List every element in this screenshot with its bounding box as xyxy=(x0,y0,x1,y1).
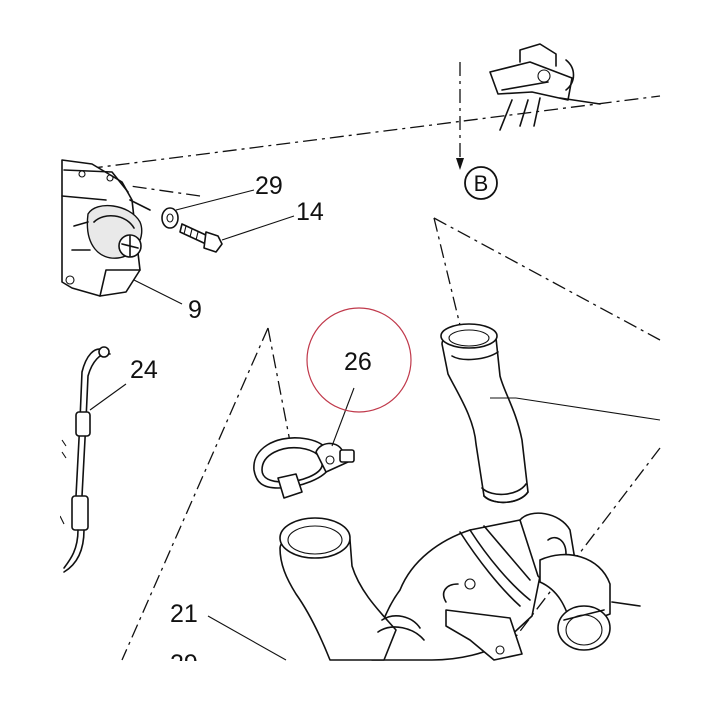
callout-9: 9 xyxy=(188,296,202,324)
washer xyxy=(161,207,179,229)
leader-lines xyxy=(89,189,661,661)
lower-pipe xyxy=(279,517,425,661)
callout-29-top: 29 xyxy=(255,172,283,200)
silencer-body xyxy=(371,512,641,661)
callout-24: 24 xyxy=(130,356,158,384)
cable-assembly xyxy=(59,346,111,573)
throttle-housing xyxy=(61,159,151,297)
crop-mask-bottom xyxy=(0,661,720,720)
bolt xyxy=(179,223,223,253)
callout-26: 26 xyxy=(344,348,372,376)
reference-marker-b: B xyxy=(464,166,498,200)
arrow-to-b xyxy=(456,158,464,170)
hose-clamp xyxy=(253,437,355,499)
crop-mask-left xyxy=(0,0,60,720)
callout-21: 21 xyxy=(170,600,198,628)
crop-mask-right xyxy=(661,0,720,720)
top-mount-bracket xyxy=(489,43,601,131)
exhaust-elbow-pipe xyxy=(440,323,529,504)
callout-14: 14 xyxy=(296,198,324,226)
reference-marker-label: B xyxy=(474,171,489,196)
highlight-circle xyxy=(306,307,412,413)
